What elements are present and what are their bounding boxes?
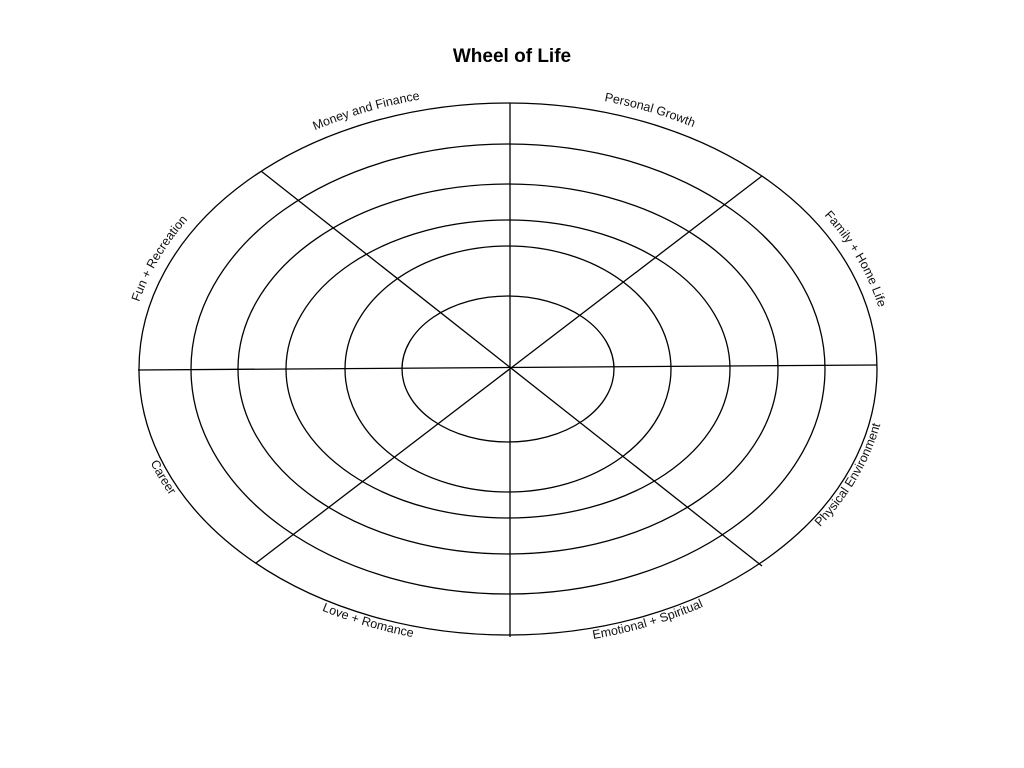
spoke-3 <box>255 175 763 564</box>
spoke-4 <box>260 170 763 567</box>
page-title: Wheel of Life <box>452 46 572 67</box>
segment-label: Love + Romance <box>321 600 415 640</box>
segment-label-text: Family + Home Life <box>822 208 889 309</box>
segment-label: Money and Finance <box>311 89 421 134</box>
ring-1 <box>401 295 615 443</box>
segment-label-text: Money and Finance <box>311 89 421 134</box>
segment-label: Emotional + Spiritual <box>591 596 704 641</box>
segment-label-text: Love + Romance <box>321 600 415 640</box>
segment-label: Fun + Recreation <box>129 213 190 304</box>
segment-label-text: Emotional + Spiritual <box>591 596 704 641</box>
segment-label-text: Fun + Recreation <box>129 213 190 304</box>
segment-label-text: Physical Environment <box>812 421 883 529</box>
spokes <box>137 103 878 637</box>
segment-label: Family + Home Life <box>822 208 889 309</box>
spoke-2 <box>137 364 878 371</box>
ring-6 <box>138 102 878 636</box>
segment-label: Physical Environment <box>812 421 883 529</box>
